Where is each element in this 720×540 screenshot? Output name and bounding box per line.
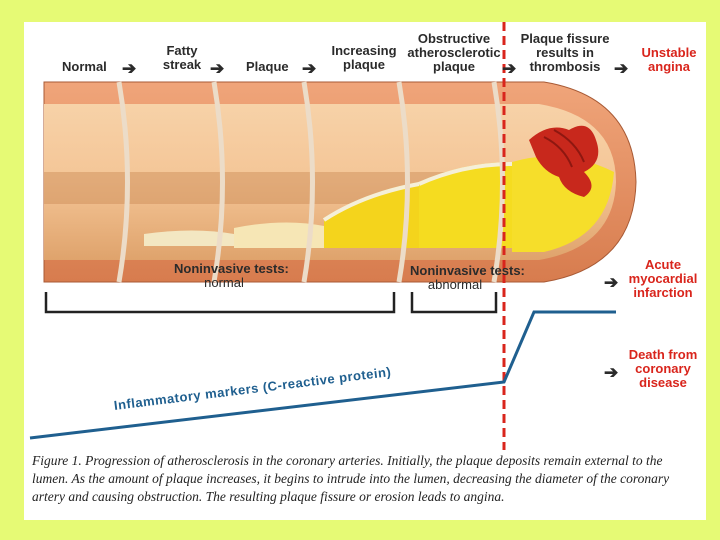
arrow-right-icon: ➔ — [604, 274, 618, 291]
outcome-acute-mi: Acute myocardial infarction — [624, 258, 702, 300]
arrow-right-icon: ➔ — [302, 60, 316, 77]
artery-diagram — [24, 22, 706, 520]
stage-plaque-fissure: Plaque fissure results in thrombosis — [516, 32, 614, 74]
figure-frame: Normal ➔ Fatty streak ➔ Plaque ➔ Increas… — [24, 22, 706, 520]
normal-tests-bracket — [46, 292, 394, 312]
stage-plaque: Plaque — [246, 60, 289, 74]
arrow-right-icon: ➔ — [604, 364, 618, 381]
stage-fatty-streak: Fatty streak — [154, 44, 210, 72]
arrow-right-icon: ➔ — [614, 60, 628, 77]
tests-normal-title: Noninvasive tests: — [174, 262, 274, 276]
arrow-right-icon: ➔ — [210, 60, 224, 77]
arrow-right-icon: ➔ — [122, 60, 136, 77]
tests-abnormal-title: Noninvasive tests: — [410, 264, 500, 278]
stage-obstructive-plaque: Obstructive atherosclerotic plaque — [404, 32, 504, 74]
tests-abnormal-value: abnormal — [428, 277, 482, 292]
tests-abnormal-label: Noninvasive tests: abnormal — [410, 264, 500, 292]
abnormal-tests-bracket — [412, 292, 496, 312]
tests-normal-label: Noninvasive tests: normal — [174, 262, 274, 290]
tests-normal-value: normal — [204, 275, 244, 290]
stage-normal: Normal — [62, 60, 107, 74]
outcome-death: Death from coronary disease — [624, 348, 702, 390]
stage-unstable-angina: Unstable angina — [634, 46, 704, 74]
arrow-right-icon: ➔ — [502, 60, 516, 77]
figure-caption: Figure 1. Progression of atherosclerosis… — [32, 452, 698, 506]
stage-increasing-plaque: Increasing plaque — [328, 44, 400, 72]
